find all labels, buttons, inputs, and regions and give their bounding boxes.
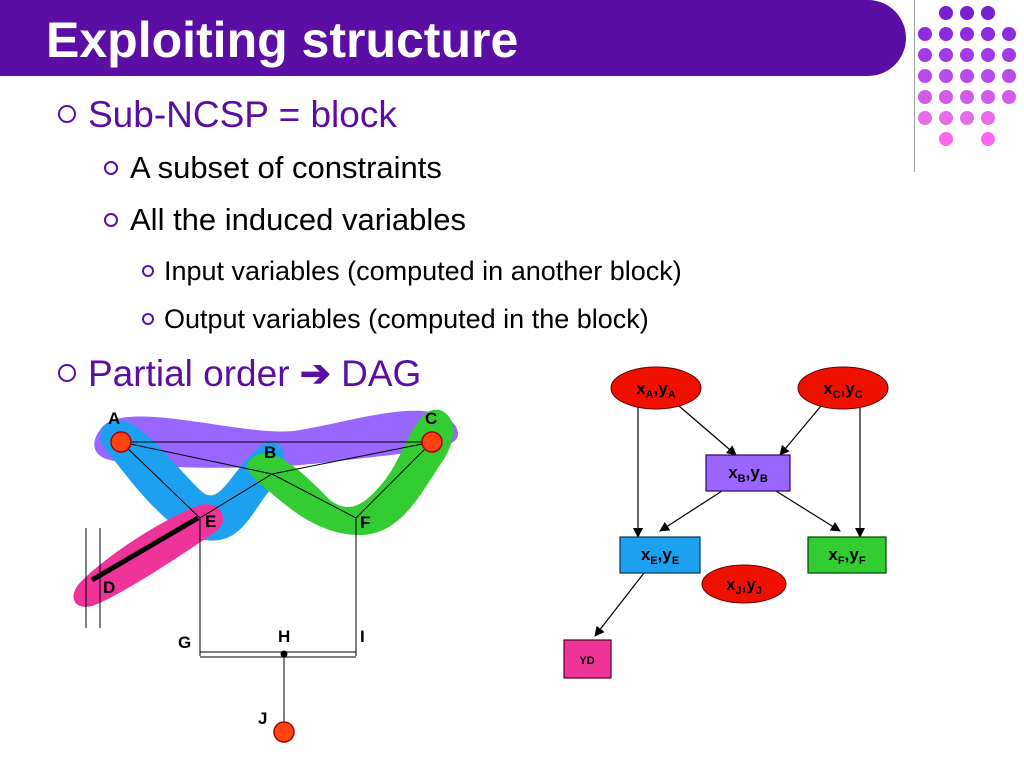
segment-D-E — [90, 515, 200, 583]
decorative-dot — [939, 69, 953, 83]
dag-label-F: xF,yF — [828, 545, 865, 567]
node-H — [280, 650, 288, 658]
decorative-dot — [960, 48, 974, 62]
green-block — [247, 409, 454, 535]
decorative-dot — [939, 132, 953, 146]
decorative-dot — [981, 132, 995, 146]
dag-label-YD: YD — [579, 655, 594, 667]
dag-label-A: xA,yA — [636, 379, 676, 401]
decorative-divider — [914, 0, 915, 172]
bullet-marker — [104, 160, 118, 175]
bullet-text: Input variables (computed in another blo… — [164, 256, 682, 286]
dag-edges — [594, 399, 865, 637]
decorative-dot — [1002, 27, 1016, 41]
dag-label-C: xC,yC — [823, 379, 863, 401]
purple-block — [94, 410, 459, 468]
bullet-text: Output variables (computed in the block) — [164, 304, 649, 334]
decorative-dot — [981, 111, 995, 125]
decorative-dot — [939, 27, 953, 41]
dag-node-J — [701, 564, 787, 604]
decorative-dot — [960, 69, 974, 83]
bullet-induced-variables: All the induced variables — [104, 202, 466, 238]
title-bar: Exploiting structure — [0, 0, 906, 76]
label-I: I — [360, 627, 365, 646]
label-G: G — [178, 633, 191, 652]
node-C — [421, 431, 443, 453]
bullet-marker — [142, 312, 154, 325]
dag-label-E: xE,yE — [641, 545, 679, 567]
label-B: B — [264, 443, 276, 462]
graph-edges — [85, 441, 433, 732]
bullet-sub-ncsp: Sub-NCSP = block — [58, 94, 397, 136]
decorative-dot — [1002, 69, 1016, 83]
bullet-output-variables: Output variables (computed in the block) — [142, 304, 649, 335]
label-A: A — [108, 409, 120, 428]
bullet-partial-order: Partial order ➔ DAG — [58, 352, 421, 395]
decorative-dot — [939, 90, 953, 104]
decorative-dot — [981, 48, 995, 62]
decorative-dot — [939, 111, 953, 125]
label-D: D — [103, 578, 115, 597]
bullet-subset-constraints: A subset of constraints — [104, 150, 442, 186]
dag-label-J: xJ,yJ — [726, 575, 762, 597]
label-J: J — [258, 709, 267, 728]
node-J — [273, 721, 295, 743]
decorative-dot — [981, 27, 995, 41]
decorative-dot — [1002, 90, 1016, 104]
decorative-dot — [981, 90, 995, 104]
bullet-marker — [142, 264, 154, 277]
bullet-input-variables: Input variables (computed in another blo… — [142, 256, 682, 287]
decorative-dot — [981, 69, 995, 83]
decorative-dot — [960, 111, 974, 125]
bullet-text-tail: DAG — [341, 353, 422, 394]
decorative-dot — [960, 6, 974, 20]
decorative-dot — [918, 90, 932, 104]
bullet-text: All the induced variables — [130, 202, 467, 237]
decorative-dot — [939, 48, 953, 62]
bullet-text: A subset of constraints — [130, 150, 442, 185]
decorative-dot — [981, 6, 995, 20]
dag-node-F — [807, 536, 887, 574]
dag-node-B — [705, 454, 791, 492]
slide-title: Exploiting structure — [46, 12, 519, 68]
label-F: F — [360, 513, 370, 532]
decorative-dot — [960, 90, 974, 104]
dag-node-A — [610, 366, 702, 410]
label-E: E — [205, 512, 216, 531]
decorative-dot — [960, 27, 974, 41]
label-C: C — [425, 409, 437, 428]
bullet-marker — [104, 212, 118, 227]
decorative-dot — [1002, 48, 1016, 62]
right-arrow-icon: ➔ — [299, 353, 331, 394]
dag-label-B: xB,yB — [728, 463, 768, 485]
bullet-text: Sub-NCSP = block — [88, 94, 397, 135]
decorative-dot — [918, 111, 932, 125]
bullet-marker — [58, 105, 76, 124]
pink-block — [73, 504, 224, 607]
decorative-dot — [918, 27, 932, 41]
dag-node-C — [797, 366, 889, 410]
dag-node-YD — [563, 639, 612, 679]
blue-block — [100, 420, 285, 541]
node-A — [110, 431, 132, 453]
decorative-dot — [939, 6, 953, 20]
dag-node-E — [619, 536, 701, 574]
decorative-dot — [918, 48, 932, 62]
bullet-marker — [58, 364, 76, 383]
decorative-dot — [918, 69, 932, 83]
bullet-text: Partial order — [88, 353, 290, 394]
label-H: H — [278, 627, 290, 646]
decorative-dot-grid — [918, 6, 1024, 166]
